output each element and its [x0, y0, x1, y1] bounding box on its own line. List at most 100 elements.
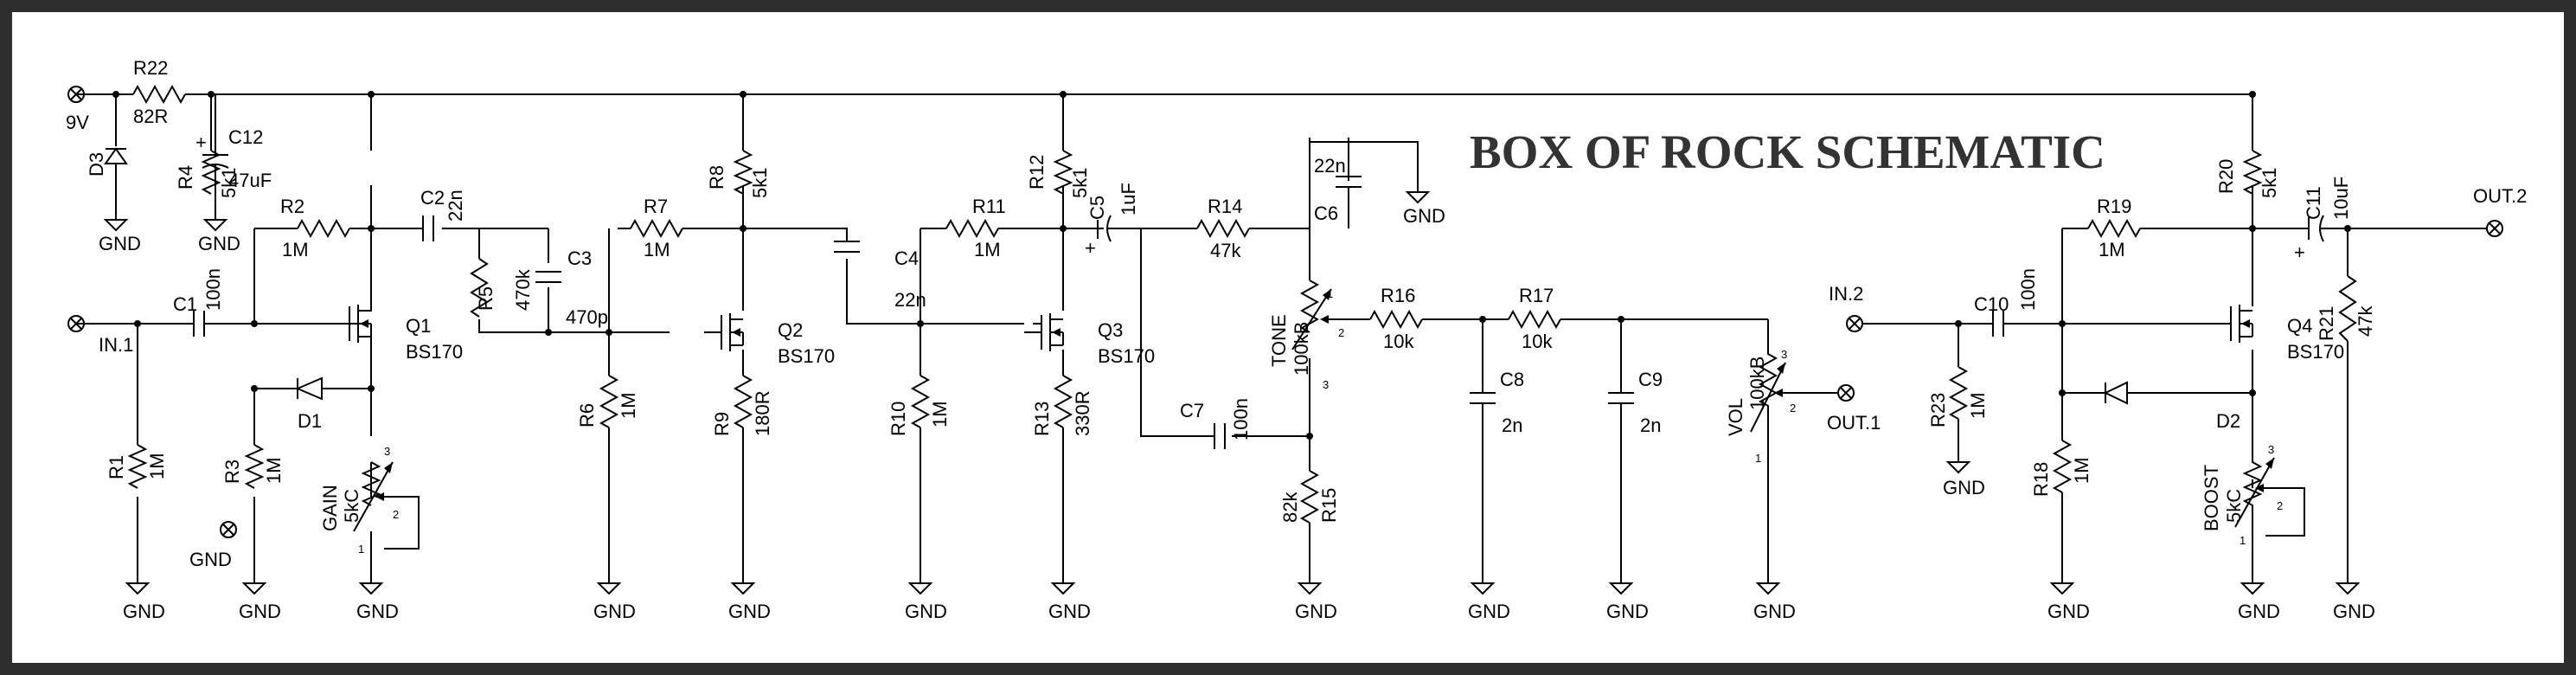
- svg-text:GND: GND: [1403, 205, 1445, 227]
- pot-vol: 3 2 1 VOL 100kB: [1725, 341, 1796, 465]
- svg-text:GND: GND: [1606, 601, 1649, 622]
- terminal-in1-label: IN.1: [99, 334, 133, 356]
- svg-text:VOL: VOL: [1725, 398, 1746, 436]
- svg-text:1M: 1M: [929, 401, 951, 428]
- terminal-out2-label: OUT.2: [2473, 185, 2527, 207]
- schematic-frame: 9V IN.1 GND OUT.1 IN.2 OUT.2 R22 82R R4 …: [12, 12, 2564, 663]
- gnd-vol: GND: [1753, 575, 1796, 622]
- gnd-r10: GND: [905, 575, 947, 622]
- resistor-r2: R2 1M: [280, 196, 350, 260]
- svg-text:GND: GND: [905, 601, 947, 622]
- resistor-r20: R20 5k1: [2215, 150, 2280, 198]
- terminal-out1: OUT.1: [1827, 384, 1881, 434]
- svg-text:GAIN: GAIN: [319, 485, 341, 531]
- gnd-r15: GND: [1295, 575, 1337, 622]
- gnd-r21: GND: [2333, 575, 2375, 622]
- svg-text:2: 2: [1790, 402, 1796, 415]
- diode-d1: D1: [295, 376, 323, 432]
- terminal-in1: IN.1: [67, 315, 133, 356]
- gnd-d3: GND: [99, 211, 141, 254]
- resistor-r12: R12 5k1: [1026, 150, 1091, 198]
- gnd-c12: GND: [198, 211, 240, 254]
- svg-text:GND: GND: [728, 601, 771, 622]
- svg-text:R13: R13: [1031, 402, 1053, 436]
- terminal-in2-label: IN.2: [1829, 283, 1863, 305]
- svg-text:R16: R16: [1381, 285, 1415, 306]
- svg-text:1M: 1M: [263, 457, 285, 484]
- svg-text:C1: C1: [173, 293, 197, 315]
- svg-text:D1: D1: [298, 410, 322, 432]
- svg-text:470p: 470p: [566, 306, 608, 328]
- svg-text:Q4: Q4: [2287, 315, 2312, 337]
- capacitor-c7: C7 100n: [1180, 398, 1252, 449]
- pot-boost: 3 2 1 BOOST 5kC: [2201, 443, 2283, 547]
- capacitor-c1: C1 100n: [138, 268, 254, 337]
- svg-text:3: 3: [384, 445, 390, 458]
- svg-text:3: 3: [1781, 348, 1787, 361]
- svg-text:C10: C10: [1974, 293, 2009, 315]
- terminal-in2: IN.2: [1829, 283, 1863, 332]
- svg-text:GND: GND: [1295, 601, 1337, 622]
- schematic-title: BOX OF ROCK SCHEMATIC: [1470, 125, 2105, 178]
- resistor-r5: R5 470k: [470, 258, 534, 318]
- pot-gain: 3 2 1 GAIN 5kC: [319, 445, 399, 556]
- svg-text:BS170: BS170: [406, 341, 463, 363]
- svg-text:1M: 1M: [974, 239, 1001, 260]
- svg-text:BS170: BS170: [2287, 341, 2344, 363]
- diode-d2: D2: [2103, 381, 2240, 432]
- svg-text:C5: C5: [1086, 196, 1108, 220]
- svg-text:100n: 100n: [202, 268, 224, 311]
- svg-text:GND: GND: [593, 601, 636, 622]
- svg-text:100n: 100n: [1230, 398, 1252, 440]
- svg-text:100kB: 100kB: [1746, 357, 1768, 410]
- svg-text:1: 1: [1327, 287, 1333, 300]
- svg-text:C9: C9: [1638, 369, 1663, 390]
- transistor-q1: Q1 BS170: [254, 305, 463, 363]
- svg-text:3: 3: [1323, 378, 1329, 391]
- svg-text:GND: GND: [239, 601, 281, 622]
- resistor-r4: R4 5k1: [175, 150, 240, 198]
- svg-text:GND: GND: [1468, 601, 1510, 622]
- svg-text:GND: GND: [356, 601, 399, 622]
- svg-text:C11: C11: [2303, 186, 2324, 220]
- ground-symbols: GND GND GND GND GND GND GND GND GND GND …: [99, 185, 2375, 622]
- svg-text:GND: GND: [123, 601, 165, 622]
- svg-text:2: 2: [2277, 499, 2283, 512]
- resistor-r3: R3 1M: [221, 444, 285, 489]
- capacitor-c4: C4 22n: [834, 241, 926, 311]
- svg-text:1: 1: [358, 543, 364, 556]
- svg-text:R21: R21: [2316, 306, 2337, 341]
- gnd-r13: GND: [1048, 575, 1091, 622]
- gnd-r9: GND: [728, 575, 771, 622]
- svg-text:GND: GND: [1943, 477, 1985, 498]
- gnd-gain: GND: [356, 575, 399, 622]
- resistor-r23: R23 1M: [1927, 366, 1989, 428]
- capacitor-c3: C3 470p: [535, 248, 608, 328]
- resistor-r11: R11 1M: [945, 196, 1006, 260]
- svg-text:R17: R17: [1519, 285, 1554, 306]
- resistor-r21: R21 47k: [2316, 275, 2376, 342]
- gnd-r1: GND: [123, 575, 165, 622]
- svg-text:TONE: TONE: [1268, 314, 1290, 367]
- svg-text:22n: 22n: [1314, 155, 1346, 177]
- diode-d3: D3: [86, 147, 128, 178]
- svg-text:R15: R15: [1318, 488, 1340, 523]
- svg-text:C3: C3: [567, 248, 592, 269]
- svg-text:C4: C4: [894, 248, 919, 269]
- resistor-r9: R9 180R: [711, 375, 773, 436]
- svg-text:R20: R20: [2215, 159, 2237, 194]
- transistor-q4: Q4 BS170: [2149, 305, 2344, 363]
- capacitor-c5: + C5 1uF: [1085, 183, 1139, 259]
- svg-text:1M: 1M: [644, 239, 670, 260]
- svg-text:R14: R14: [1208, 196, 1242, 217]
- svg-text:2n: 2n: [1640, 415, 1661, 436]
- svg-text:470k: 470k: [512, 268, 534, 311]
- capacitor-c2: C2 22n: [420, 187, 466, 241]
- svg-text:Q3: Q3: [1098, 319, 1123, 341]
- svg-text:Q2: Q2: [778, 319, 803, 341]
- svg-text:C7: C7: [1180, 400, 1204, 421]
- svg-text:330R: 330R: [1072, 390, 1093, 436]
- svg-text:2: 2: [393, 508, 399, 521]
- resistor-r14: R14 47k: [1196, 196, 1250, 261]
- capacitor-c8: C8 2n: [1470, 369, 1524, 436]
